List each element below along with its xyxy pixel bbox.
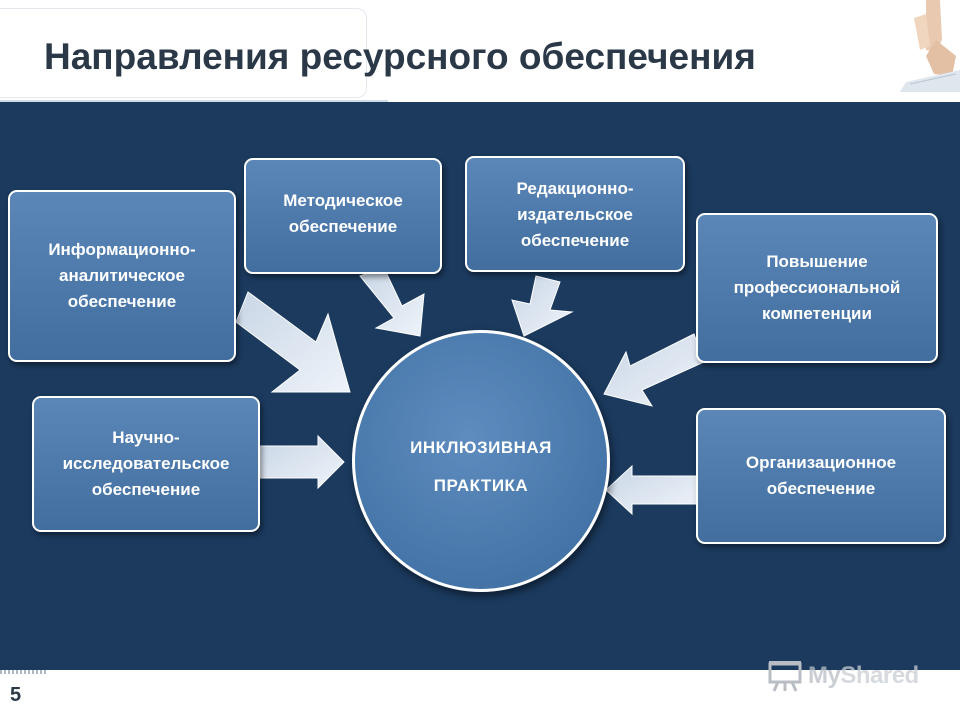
- watermark-text-part1: My: [808, 662, 841, 689]
- center-line-1: ИНКЛЮЗИВНАЯ: [410, 438, 552, 457]
- center-line-2: ПРАКТИКА: [433, 476, 529, 495]
- arrow-method: [359, 267, 425, 337]
- node-prof: Повышение профессиональной компетенции: [696, 213, 938, 363]
- footer-dots: [0, 670, 48, 674]
- watermark: MyShared: [768, 656, 928, 696]
- slide-title: Направления ресурсного обеспечения: [44, 36, 756, 77]
- arrow-editorial: [511, 275, 574, 337]
- center-node: ИНКЛЮЗИВНАЯ ПРАКТИКА: [352, 330, 610, 592]
- node-editorial: Редакционно- издательское обеспечение: [465, 156, 685, 272]
- node-research: Научно- исследовательское обеспечение: [32, 396, 260, 532]
- header-divider: [0, 100, 388, 102]
- watermark-text: MyShared: [808, 662, 919, 690]
- page-number: 5: [10, 684, 22, 706]
- arrow-research: [259, 434, 345, 490]
- title-tab: [0, 8, 367, 98]
- node-method: Методическое обеспечение: [244, 158, 442, 274]
- arrow-info: [235, 291, 351, 393]
- watermark-text-part2: Shared: [840, 662, 919, 689]
- node-info: Информационно- аналитическое обеспечение: [8, 190, 236, 362]
- arrow-prof: [603, 333, 705, 407]
- node-org: Организационное обеспечение: [696, 408, 946, 544]
- presentation-icon: [768, 661, 802, 692]
- arrow-org: [605, 464, 697, 516]
- hand-icon: [900, 0, 960, 92]
